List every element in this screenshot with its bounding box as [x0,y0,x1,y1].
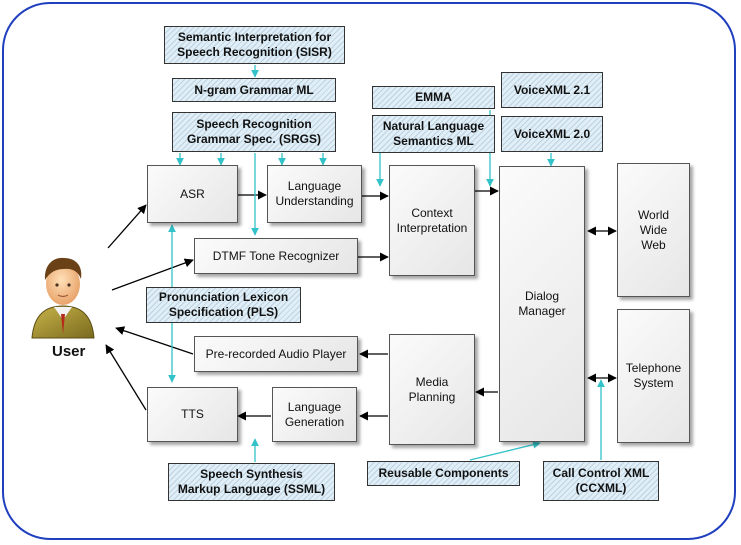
arrow-user-to-dtmf [111,258,194,291]
ngram-spec: N-gram Grammar ML [172,78,336,102]
reusable-components-spec: Reusable Components [367,461,520,486]
asr-box: ASR [147,165,238,223]
arrow-user-to-asr [107,204,147,249]
ssml-spec: Speech Synthesis Markup Language (SSML) [168,463,335,501]
ccxml-spec: Call Control XML (CCXML) [543,461,659,501]
language-understanding-box: Language Understanding [267,165,362,223]
user-label: User [52,343,86,360]
srgs-spec: Speech Recognition Grammar Spec. (SRGS) [172,112,336,152]
world-wide-web-box: World Wide Web [617,163,690,297]
media-planning-box: Media Planning [389,334,475,445]
arrow-player-to-user [115,326,194,355]
language-generation-box: Language Generation [272,387,357,442]
user-icon [31,257,95,339]
dtmf-box: DTMF Tone Recognizer [194,238,358,274]
emma-spec: EMMA [372,86,495,109]
voicexml20-spec: VoiceXML 2.0 [501,116,603,152]
nlsml-spec: Natural Language Semantics ML [372,115,495,153]
context-interpretation-box: Context Interpretation [389,165,475,276]
tts-box: TTS [147,387,238,442]
dialog-manager-box: Dialog Manager [499,166,585,442]
link-reusable-dm [469,440,541,461]
voicexml21-spec: VoiceXML 2.1 [501,72,603,108]
diagram-frame [2,2,736,540]
pls-spec: Pronunciation Lexicon Specification (PLS… [146,287,301,323]
audio-player-box: Pre-recorded Audio Player [194,336,358,372]
sisr-spec: Semantic Interpretation for Speech Recog… [164,26,345,64]
telephone-system-box: Telephone System [617,309,690,443]
arrow-tts-to-user [105,344,147,411]
